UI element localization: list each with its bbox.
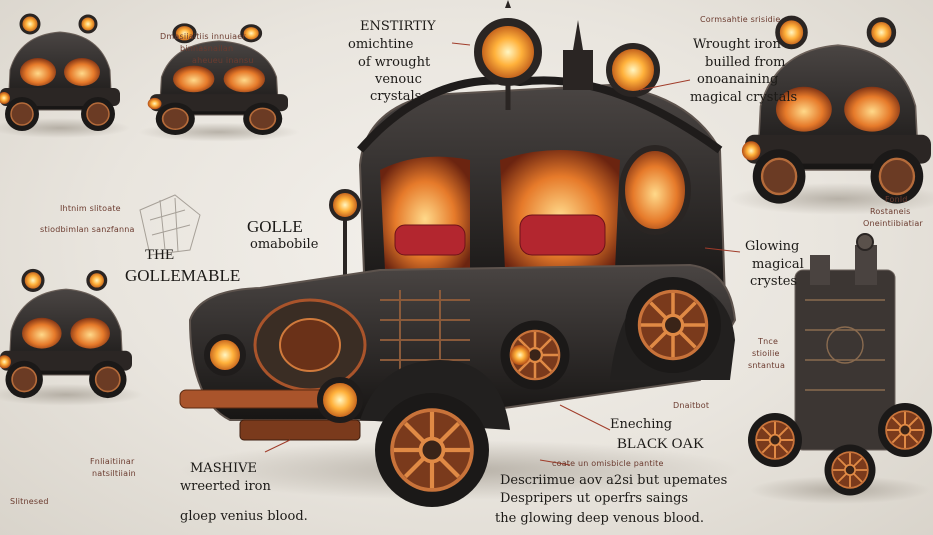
- label-left-small-2: binnasnailan: [180, 44, 234, 53]
- thumbnail-bottom-right: [747, 233, 933, 504]
- label-bottom-center-1: Descriimue aov a2si but upemates: [500, 473, 728, 488]
- label-bottom-left-small-1: Fnliaitiinar: [90, 457, 135, 466]
- label-bottom-left-1: Mashive: [190, 461, 257, 476]
- label-top-center-1: Enstirtiy: [360, 19, 436, 34]
- label-title-small: The: [145, 247, 175, 263]
- label-top-center-4: venouc: [375, 72, 422, 87]
- label-bottom-left-small-3: Slitnesed: [10, 497, 49, 506]
- label-bottom-center-small: coate un omisbicle pantite: [552, 459, 664, 468]
- label-right-low-small-3: sntantua: [748, 361, 786, 370]
- label-top-right-2: builled from: [705, 55, 786, 70]
- label-golle-2: omabobile: [250, 237, 319, 252]
- thumbnail-mid-left: [0, 268, 145, 408]
- wireframe-sketch: [139, 194, 201, 256]
- label-top-right-3: onoanaining: [697, 72, 779, 87]
- label-bottom-left-small-2: natsiltiiain: [92, 469, 136, 478]
- label-right-low-small-2: stioilie: [752, 349, 780, 358]
- thumbnail-top-mid: [136, 23, 302, 144]
- label-top-right-1: Wrought iron: [693, 37, 781, 52]
- label-mid-left-small-2: stiodbimlan sanzfanna: [40, 225, 135, 234]
- label-top-right-small: Cormsahtie srisidie: [700, 15, 781, 24]
- label-top-right-4: magical crystals: [690, 90, 798, 105]
- annotation-leaders: [264, 42, 741, 466]
- label-right-low-small-1: Tnce: [758, 337, 779, 346]
- label-bottom-center-3: the glowing deep venous blood.: [495, 511, 705, 526]
- label-right-small-2: Rostaneis: [870, 207, 911, 216]
- label-top-center-5: crystals.: [370, 89, 426, 104]
- label-top-center-3: of wrought: [358, 55, 431, 70]
- label-golle-1: Golle: [247, 217, 303, 236]
- label-oak-1: Eneching: [610, 417, 673, 432]
- label-glowing-2: magical: [752, 257, 804, 272]
- label-right-small-3: Oneintiibiatiar: [863, 219, 923, 228]
- label-oak-2: Black Oak: [617, 436, 705, 452]
- label-oak-small: Dnaitbot: [673, 401, 710, 410]
- label-right-small-1: Fonld: [885, 195, 908, 204]
- thumbnail-top-left: [0, 13, 132, 140]
- label-title-main: Gollemable: [125, 266, 241, 285]
- label-bottom-center-2: Despripers ut operfrs saings: [500, 491, 689, 506]
- label-left-small-1: Dmasiiaitiis innuiaer: [160, 32, 246, 41]
- label-glowing-3: crystes: [750, 274, 798, 289]
- label-bottom-left-2: wreerted iron: [180, 479, 271, 494]
- label-glowing-1: Glowing: [745, 239, 800, 254]
- label-left-small-3: aheueu inansu: [192, 56, 254, 65]
- label-bottom-left-3: gloep venius blood.: [180, 509, 308, 524]
- label-mid-left-small-1: Ihtnim slitoate: [60, 204, 121, 213]
- label-top-center-2: omichtine: [348, 37, 414, 52]
- main-vehicle: [179, 0, 740, 507]
